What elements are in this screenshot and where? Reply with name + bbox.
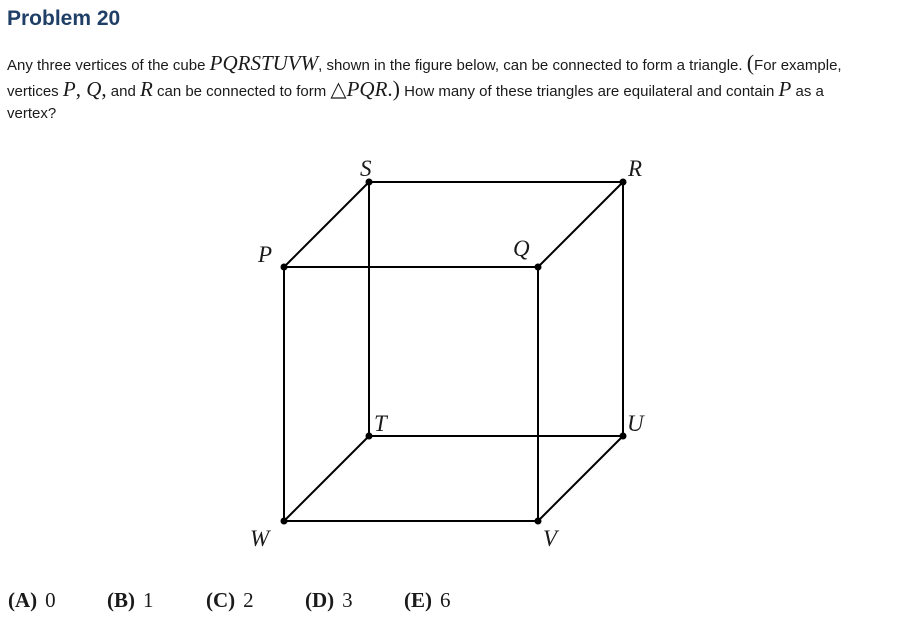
problem-text: as a vertex? (7, 82, 824, 123)
math-cube-name: PQRSTUVW (209, 51, 319, 75)
cube-edge-wt (283, 435, 370, 522)
problem-text: can be connected to form (152, 82, 331, 100)
choice-value: 1 (143, 588, 154, 612)
vertex-dot-s (365, 178, 373, 186)
answer-choices: (A) 0 (B) 1 (C) 2 (D) 3 (E) 6 (8, 588, 503, 613)
vertex-dot-t (365, 432, 373, 440)
choice-d[interactable]: (D) 3 (305, 588, 404, 613)
choice-letter: (E) (404, 588, 432, 612)
vertex-label-u: U (627, 411, 645, 436)
problem-title: Problem 20 (7, 7, 121, 30)
cube-edge-qr (537, 181, 624, 268)
vertex-dot-u (619, 432, 627, 440)
choice-value: 3 (342, 588, 353, 612)
vertex-label-v: V (543, 526, 560, 551)
math-vertex-q: Q (86, 76, 102, 101)
choice-letter: (D) (305, 588, 335, 612)
problem-text: , shown in the figure below, can be conn… (318, 57, 747, 74)
problem-text: How many of these triangles are equilate… (399, 82, 779, 100)
math-close-paren: ) (392, 75, 400, 101)
math-period: . (387, 76, 393, 101)
math-comma: , (75, 76, 87, 101)
vertex-label-r: R (627, 156, 642, 181)
problem-text: and (106, 82, 140, 100)
problem-text: Any three vertices of the cube (7, 57, 210, 74)
math-vertex-p: P (62, 76, 76, 101)
vertex-dot-r (619, 178, 627, 186)
choice-e[interactable]: (E) 6 (404, 588, 503, 613)
choice-letter: (B) (107, 588, 135, 612)
choice-c[interactable]: (C) 2 (206, 588, 305, 613)
math-vertex-p: P (778, 76, 792, 101)
choice-letter: (C) (206, 588, 236, 612)
choice-value: 0 (45, 588, 56, 612)
math-vertex-r: R (139, 76, 153, 101)
vertex-label-p: P (257, 242, 272, 267)
math-triangle-name: PQR (346, 76, 388, 101)
cube-edge-vu (537, 435, 624, 522)
cube-edge-ps (283, 181, 370, 268)
vertex-dot-w (280, 517, 288, 525)
math-comma: , (101, 76, 107, 101)
vertex-label-t: T (374, 411, 389, 436)
choice-b[interactable]: (B) 1 (107, 588, 206, 613)
vertex-label-w: W (250, 526, 271, 551)
problem-statement: Any three vertices of the cube PQRSTUVW,… (7, 50, 867, 126)
vertex-dot-q (534, 263, 542, 271)
choice-a[interactable]: (A) 0 (8, 588, 107, 613)
math-triangle-symbol: △ (330, 76, 347, 101)
vertex-dot-p (280, 263, 288, 271)
vertex-dot-v (534, 517, 542, 525)
math-open-paren: ( (746, 50, 755, 75)
choice-value: 2 (243, 588, 254, 612)
choice-letter: (A) (8, 588, 38, 612)
vertex-label-q: Q (513, 236, 530, 261)
vertex-label-s: S (360, 156, 372, 181)
choice-value: 6 (440, 588, 451, 612)
problem-text: For example, vertices (7, 57, 842, 100)
